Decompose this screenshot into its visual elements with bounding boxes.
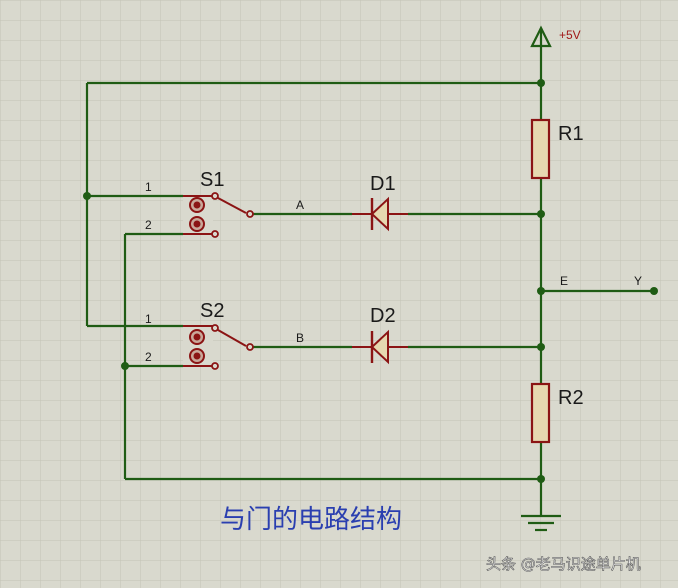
junction-d1-node	[537, 210, 545, 218]
net-label-a: A	[296, 198, 304, 212]
junction-bottom-right	[537, 475, 545, 483]
s2-label: S2	[200, 300, 224, 322]
junction-top-right	[537, 79, 545, 87]
ground-symbol	[521, 514, 561, 532]
diagram-caption: 与门的电路结构	[220, 505, 402, 535]
resistor-r1[interactable]: R1	[530, 118, 584, 180]
junction-left-s1	[83, 192, 91, 200]
diode-d1[interactable]: D1	[352, 173, 408, 232]
switch-s1[interactable]: S1 1 2	[145, 169, 254, 238]
net-label-y: Y	[634, 274, 642, 288]
s2-pin2-label: 2	[145, 350, 152, 364]
net-label-e: E	[560, 274, 568, 288]
output-terminal-y[interactable]	[650, 287, 658, 295]
power-terminal-5v[interactable]: +5V	[530, 25, 581, 48]
d1-label: D1	[370, 173, 396, 195]
junction-e-node	[537, 287, 545, 295]
resistor-r2[interactable]: R2	[530, 382, 584, 444]
watermark-text: 头条 @老马识途单片机	[486, 555, 641, 573]
net-label-b: B	[296, 331, 304, 345]
s1-pin1-label: 1	[145, 180, 152, 194]
r1-label: R1	[558, 123, 584, 145]
d2-label: D2	[370, 305, 396, 327]
junction-left-s2	[121, 362, 129, 370]
power-label: +5V	[559, 28, 581, 42]
s2-pin1-label: 1	[145, 312, 152, 326]
diode-d2[interactable]: D2	[352, 305, 408, 365]
s1-pin2-label: 2	[145, 218, 152, 232]
switch-s2[interactable]: S2 1 2	[145, 300, 254, 370]
s1-label: S1	[200, 169, 224, 191]
junctions	[83, 79, 658, 483]
r2-label: R2	[558, 387, 584, 409]
junction-d2-node	[537, 343, 545, 351]
